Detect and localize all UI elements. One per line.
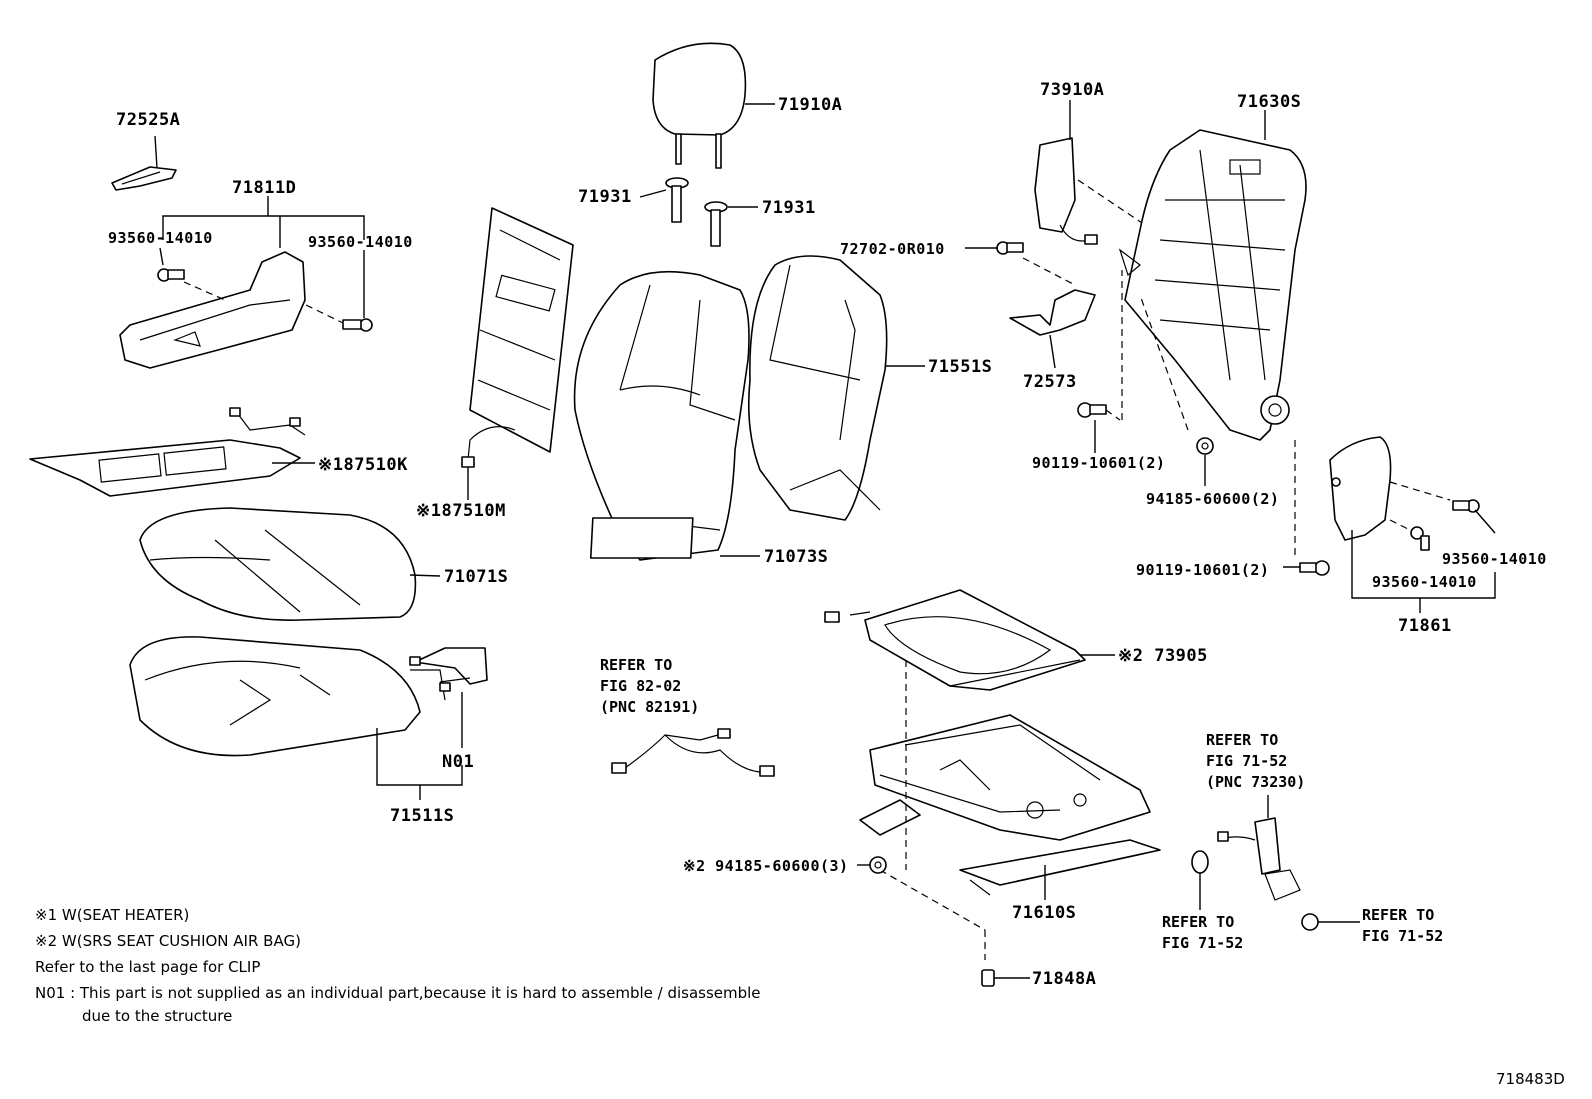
refer-line: FIG 71-52: [1162, 934, 1244, 952]
refer-fig-71-52-washer: REFER TO FIG 71-52: [1162, 912, 1243, 954]
refer-line: REFER TO: [1162, 913, 1235, 931]
label-73910A: 73910A: [1040, 80, 1105, 100]
refer-line: FIG 71-52: [1206, 752, 1288, 770]
note-seat-heater: ※1 W(SEAT HEATER): [35, 906, 190, 924]
part-73910A-drawing: [1034, 100, 1161, 245]
part-71910A-drawing: [652, 42, 775, 169]
label-93560-14010-right-a: 93560-14010: [1442, 550, 1547, 568]
label-94185-60600-b: ※2 94185-60600(3): [683, 857, 849, 875]
label-94185-60600-a: 94185-60600(2): [1146, 490, 1280, 508]
label-71910A: 71910A: [778, 95, 843, 115]
belt-buckle-drawing: [1191, 795, 1360, 931]
part-71071S-drawing: [139, 507, 441, 621]
label-71931-right: 71931: [762, 198, 816, 218]
refer-line: REFER TO: [1362, 906, 1435, 924]
label-71861: 71861: [1398, 616, 1452, 636]
refer-line: REFER TO: [1206, 731, 1279, 749]
label-72525A: 72525A: [116, 110, 181, 130]
note-n01-cont: due to the structure: [82, 1007, 233, 1025]
refer-line: (PNC 73230): [1206, 773, 1306, 791]
label-71811D: 71811D: [232, 178, 297, 198]
part-187510M-drawing: [461, 207, 574, 500]
label-71073S: 71073S: [764, 547, 829, 567]
note-srs-airbag: ※2 W(SRS SEAT CUSHION AIR BAG): [35, 932, 301, 950]
label-187510M: ※187510M: [416, 501, 506, 521]
refer-fig-71-52-buckle: REFER TO FIG 71-52 (PNC 73230): [1206, 730, 1305, 793]
label-93560-14010-left-b: 93560-14010: [308, 233, 413, 251]
note-clip: Refer to the last page for CLIP: [35, 958, 261, 976]
label-71551S: 71551S: [928, 357, 993, 377]
label-71848A: 71848A: [1032, 969, 1097, 989]
note-n01: N01 : This part is not supplied as an in…: [35, 984, 761, 1002]
label-N01: N01: [442, 752, 475, 772]
label-71071S: 71071S: [444, 567, 509, 587]
refer-fig-71-52-nut: REFER TO FIG 71-52: [1362, 905, 1443, 947]
label-71610S: 71610S: [1012, 903, 1077, 923]
refer-line: (PNC 82191): [600, 698, 700, 716]
harness-82-02-drawing: [611, 728, 775, 777]
label-71630S: 71630S: [1237, 92, 1302, 112]
part-71861-drawing: [1329, 436, 1496, 613]
part-71630S-drawing: [1118, 110, 1307, 441]
refer-line: FIG 82-02: [600, 677, 682, 695]
label-71511S: 71511S: [390, 806, 455, 826]
part-72525A-drawing: [111, 135, 177, 191]
part-72573-drawing: [965, 241, 1096, 369]
label-72573: 72573: [1023, 372, 1077, 392]
label-93560-14010-right-b: 93560-14010: [1372, 573, 1477, 591]
label-72702-0R010: 72702-0R010: [840, 240, 945, 258]
label-73905: ※2 73905: [1118, 646, 1208, 666]
part-71073S-drawing: [573, 270, 760, 561]
refer-fig-82-02: REFER TO FIG 82-02 (PNC 82191): [600, 655, 699, 718]
label-90119-10601-b: 90119-10601(2): [1136, 561, 1270, 579]
label-71931-left: 71931: [578, 187, 632, 207]
label-93560-14010-left-a: 93560-14010: [108, 229, 213, 247]
frame-fasteners-drawing: [1077, 270, 1330, 576]
label-187510K: ※187510K: [318, 455, 408, 475]
part-71551S-drawing: [748, 255, 925, 521]
part-71811D-drawing: [119, 196, 373, 369]
part-71931-drawing: [639, 177, 758, 247]
part-N01-drawing: [409, 647, 488, 748]
part-187510K-drawing: [29, 407, 315, 497]
label-90119-10601-a: 90119-10601(2): [1032, 454, 1166, 472]
part-71848A-drawing: [981, 969, 1030, 987]
refer-line: REFER TO: [600, 656, 673, 674]
refer-line: FIG 71-52: [1362, 927, 1444, 945]
nut-94185-60600-drawing: [857, 856, 887, 874]
part-71511S-drawing: [129, 636, 463, 800]
part-73905-drawing: [824, 589, 1115, 691]
diagram-id: 718483D: [1496, 1070, 1565, 1088]
part-71610S-drawing: [859, 660, 1161, 960]
